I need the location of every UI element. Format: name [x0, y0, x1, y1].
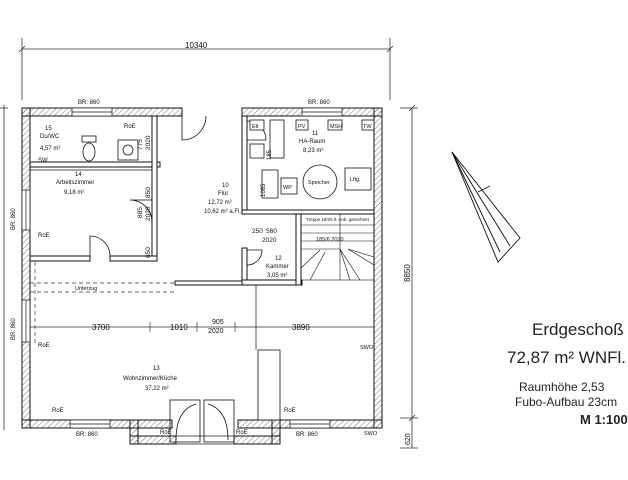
room-num: 11: [312, 131, 319, 137]
stair-note: Treppe 18/25 lt. Anb. gerechnet: [306, 217, 370, 222]
room-area-2: 10,62 m² a.Fl.: [204, 209, 241, 215]
room-area: 9,18 m²: [64, 190, 84, 196]
dimension-right: [400, 104, 418, 449]
hwr-wp: WP: [283, 185, 292, 191]
unterzug-label: Unterzug: [75, 286, 97, 292]
door-850: 850: [145, 187, 152, 198]
window-br-3: BR: 860: [76, 432, 98, 438]
room-area: 8,23 m²: [303, 148, 323, 154]
door-1085: 1085: [261, 183, 267, 197]
room-kammer: 12 Kammer 3,05 m²: [266, 256, 289, 279]
room-num: 13: [153, 366, 160, 372]
window-br-2: BR: 860: [308, 100, 330, 106]
window-br-4: BR: 860: [296, 432, 318, 438]
kitchen-furniture: [257, 349, 281, 421]
beam-lines: [30, 262, 175, 345]
windows: [21, 107, 343, 445]
swo-1: SWO: [360, 345, 374, 351]
room-area: 4,57 m²: [40, 146, 60, 152]
wc-wall-mark: SW: [38, 158, 48, 164]
swo-2: SWO: [364, 431, 378, 437]
room-name: Wohnzimmer/Küche: [123, 376, 178, 382]
room-arbeit: 14 Arbeitszimmer 9,18 m²: [56, 172, 94, 196]
window-br-5: BR: 860: [11, 208, 17, 230]
hwr-equipment: [249, 119, 375, 200]
roe-1: RoE: [124, 124, 136, 130]
doors: [89, 115, 267, 266]
dim-3890: 3890: [292, 323, 310, 332]
floor-title: Erdgeschoß: [532, 320, 624, 339]
hwr-elt: Elt: [252, 124, 259, 130]
room-num: 12: [275, 256, 282, 262]
room-name: Kammer: [266, 264, 289, 270]
hwr-lueftung: Lftg.: [350, 177, 361, 183]
floor-build-up: Fubo-Aufbau 23cm: [515, 395, 618, 409]
roe-6: RoE: [160, 430, 172, 436]
room-area: 3,05 m²: [267, 273, 287, 279]
door-885: 885: [137, 207, 144, 218]
door-250: 250: [252, 228, 263, 235]
north-arrow: [451, 151, 521, 263]
window-br-6: BR: 860: [11, 318, 17, 340]
room-area: 12,72 m²: [208, 200, 232, 206]
hwr-speicher: Speicher: [308, 180, 330, 186]
door-2020-arbeit: 2020: [145, 206, 152, 221]
room-num: 15: [45, 126, 52, 132]
door-775: 775: [137, 139, 144, 150]
door-2020-kammer: 2020: [262, 237, 277, 244]
room-num: 10: [222, 183, 229, 189]
terrace-doors: [169, 399, 235, 443]
room-height: Raumhöhe 2,53: [519, 380, 605, 394]
hwr-pv: PV: [298, 124, 306, 130]
door-2020-living: 2020: [208, 328, 224, 335]
room-num: 14: [75, 172, 82, 178]
staircase: [300, 213, 375, 281]
plan-scale: M 1:100: [580, 412, 628, 427]
interior-walls: [29, 115, 375, 286]
window-br-1: BR: 860: [78, 100, 100, 106]
room-name: Du/WC: [40, 134, 60, 140]
door-185: 185: [267, 149, 273, 160]
door-2020-wc: 2020: [145, 135, 152, 150]
roe-7: RoE: [236, 430, 248, 436]
dimension-left: [0, 105, 8, 430]
room-name: Arbeitszimmer: [56, 180, 94, 186]
dim-bottom-offset: 620: [405, 433, 412, 445]
roe-4: RoE: [52, 408, 64, 414]
door-905: 905: [212, 319, 224, 326]
floor-area: 72,87 m² WNFl.: [507, 348, 627, 367]
roe-2: RoE: [38, 233, 50, 239]
hwr-tw: TW: [363, 124, 372, 130]
room-hwr: 11 HA-Raum 8,23 m²: [299, 131, 325, 154]
hwr-msh: MSH: [330, 124, 342, 130]
dim-overall-height: 8850: [403, 264, 412, 282]
door-650: 650: [145, 247, 152, 258]
room-name: HA-Raum: [299, 139, 325, 145]
door-560: 560: [266, 228, 277, 235]
dimension-top: [18, 38, 394, 100]
room-flur: 10 Flur 12,72 m² 10,62 m² a.Fl.: [204, 183, 241, 215]
room-name: Flur: [218, 191, 228, 197]
roe-3: RoE: [38, 343, 50, 349]
wc-fixture: [81, 135, 139, 162]
living-dimension: [30, 322, 374, 332]
stair-dim: 185/6 2020: [316, 237, 344, 243]
room-dusche: 15 Du/WC 4,57 m²: [40, 126, 60, 152]
room-area: 37,22 m²: [145, 386, 169, 392]
room-wohnen: 13 Wohnzimmer/Küche 37,22 m²: [123, 366, 178, 392]
dim-3700: 3700: [92, 323, 110, 332]
roe-5: RoE: [284, 408, 296, 414]
dim-overall-width: 10340: [185, 41, 208, 50]
dim-1010: 1010: [170, 323, 188, 332]
exterior-walls: [21, 107, 383, 445]
